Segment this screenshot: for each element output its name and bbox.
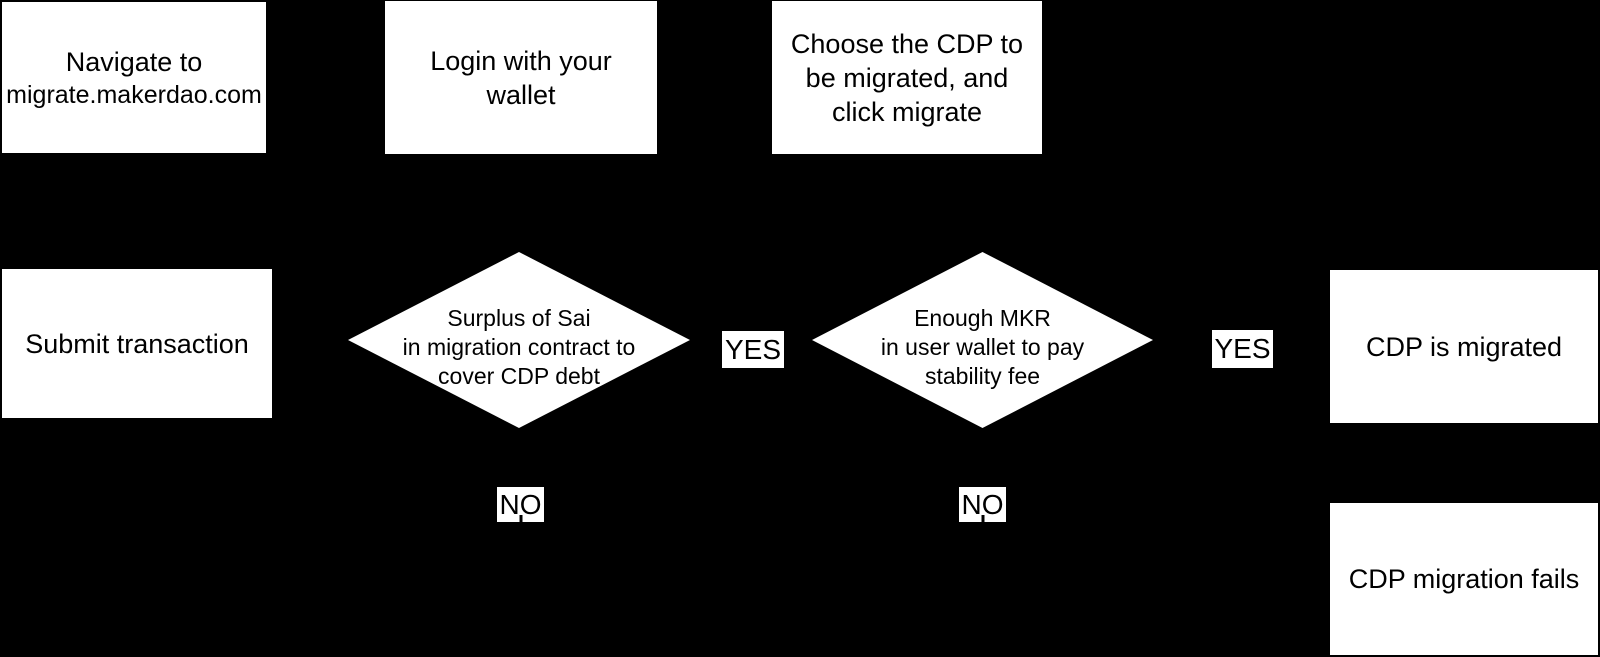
edge-label-text: NO [499,488,542,520]
node-text-line: Choose the CDP to [790,28,1024,59]
decision-text-line: in migration contract to [402,333,636,360]
node-text-line: Submit transaction [25,328,249,359]
decision-enough-mkr: Enough MKR in user wallet to pay stabili… [812,252,1153,428]
node-login-wallet: Login with your wallet [385,1,657,154]
node-cdp-migrated: CDP is migrated [1330,270,1598,423]
edge-label-no-1: NO [497,487,544,522]
node-text-line: Login with your [430,45,612,76]
node-text-line: CDP is migrated [1365,331,1563,362]
node-cdp-migration-fails: CDP migration fails [1330,503,1598,655]
decision-text-line: Surplus of Sai [447,304,591,331]
node-choose-cdp: Choose the CDP to be migrated, and click… [772,1,1042,154]
node-text-line: wallet [486,79,556,110]
decision-text-line: stability fee [924,362,1041,389]
decision-text-line: cover CDP debt [438,362,600,389]
decision-text-line: Enough MKR [914,304,1051,331]
decision-surplus-sai: Surplus of Sai in migration contract to … [348,252,690,428]
node-text-line: Navigate to [65,46,203,77]
arrowhead-down-icon [981,515,984,522]
node-text-line: click migrate [831,96,983,127]
edge-label-no-2: NO [959,487,1006,522]
edge-label-text: NO [961,488,1004,520]
node-navigate: Navigate to migrate.makerdao.com [2,2,266,153]
node-submit-transaction: Submit transaction [2,269,272,418]
node-text-line: be migrated, and [805,62,1009,93]
edge-label-yes-2: YES [1212,330,1273,368]
arrowhead-down-icon [519,515,522,522]
edge-label-yes-1: YES [722,331,784,368]
decision-text-line: in user wallet to pay [880,333,1085,360]
node-text-line: CDP migration fails [1348,564,1580,594]
node-text-line: migrate.makerdao.com [6,80,262,109]
